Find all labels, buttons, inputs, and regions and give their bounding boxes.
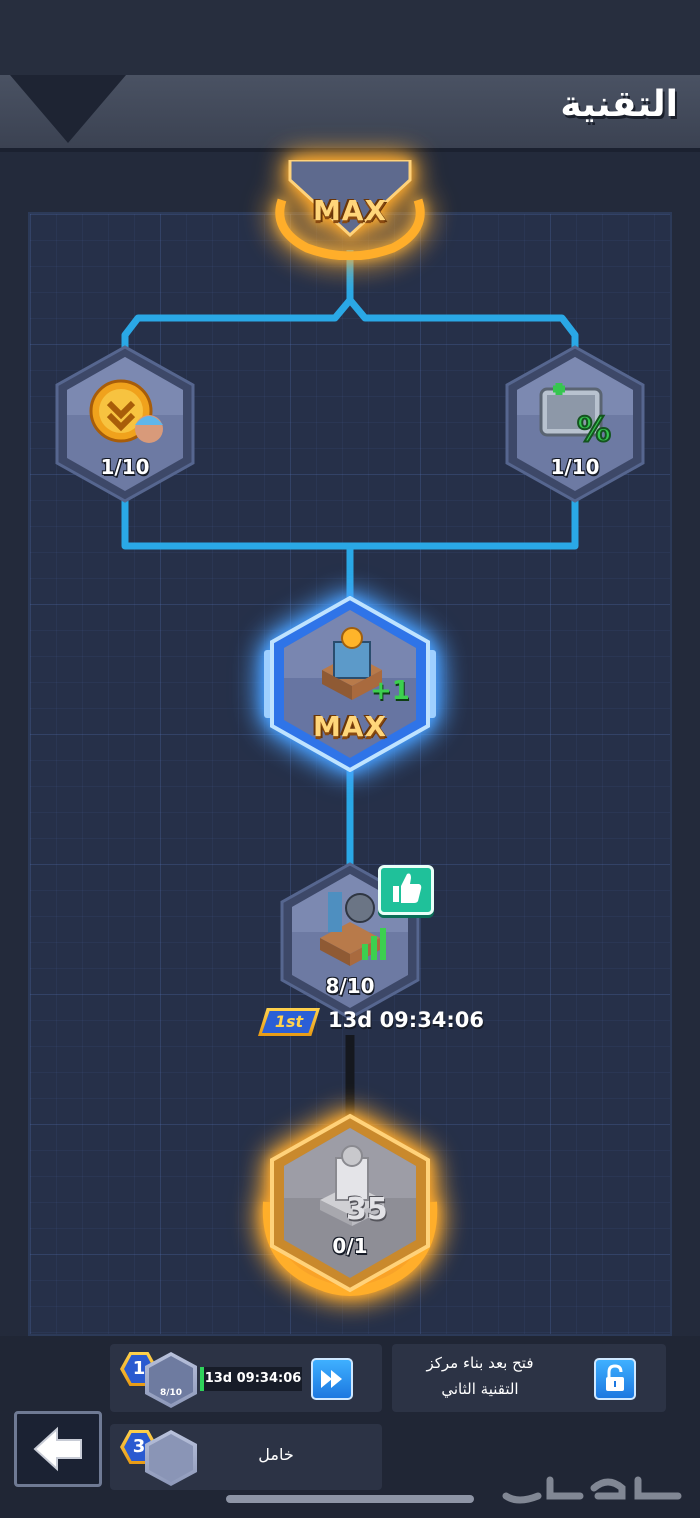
- tower-level-label: 35: [346, 1192, 388, 1227]
- watermark-logo-icon: [502, 1476, 682, 1504]
- locked-tower-icon: [320, 1145, 384, 1226]
- drill-production-icon: [320, 892, 386, 966]
- node-top-label: MAX: [312, 194, 388, 227]
- fast-forward-icon: [321, 1370, 342, 1388]
- status-area: [0, 0, 700, 75]
- tech-node-center[interactable]: +1 MAX: [262, 596, 438, 772]
- queue-slot-1-timer: 13d 09:34:06: [200, 1367, 302, 1391]
- home-indicator[interactable]: [226, 1495, 474, 1503]
- plus-one-label: +1: [370, 676, 410, 706]
- page-title: التقنية: [560, 84, 678, 125]
- connector-top-split-right: [347, 297, 579, 352]
- node-bottom-label: 0/1: [332, 1234, 368, 1258]
- recommended-badge: [378, 865, 434, 915]
- node-lower-label: 8/10: [325, 974, 375, 998]
- tech-node-left[interactable]: 1/10: [53, 345, 197, 503]
- locked-slot-message-line2: التقنية الثاني: [441, 1380, 519, 1398]
- queue-slot-1-mini-label: 8/10: [159, 1388, 183, 1398]
- connector-top-split: [121, 250, 354, 352]
- back-button[interactable]: [14, 1411, 102, 1487]
- storage-percent-icon: %: [539, 383, 612, 447]
- locked-slot-message-line1: فتح بعد بناء مركز: [426, 1354, 534, 1372]
- worker-speed-icon: [89, 379, 163, 443]
- tech-node-right[interactable]: % 1/10: [503, 345, 647, 503]
- rank-badge: 1st: [258, 1008, 320, 1036]
- queue-slot-2-status: خامل: [258, 1445, 294, 1464]
- queue-slot-1-icon: 8/10: [145, 1352, 197, 1408]
- svg-text:%: %: [577, 410, 611, 447]
- queue-slot-2-icon: [145, 1430, 197, 1486]
- rank-badge-label: 1st: [262, 1011, 316, 1033]
- research-time-remaining: 13d 09:34:06: [328, 1008, 485, 1032]
- thumbs-up-icon: [393, 873, 422, 903]
- node-center-label: MAX: [312, 710, 388, 743]
- header-notch-decoration: [10, 75, 126, 143]
- node-left-label: 1/10: [100, 455, 150, 479]
- speed-up-button[interactable]: [311, 1358, 353, 1400]
- research-center-plus-one-icon: [322, 627, 382, 700]
- tech-node-top[interactable]: MAX: [262, 160, 438, 260]
- tech-node-bottom[interactable]: 35 0/1: [258, 1112, 442, 1302]
- node-right-label: 1/10: [550, 455, 600, 479]
- locked-slot-message: فتح بعد بناء مركز التقنية الثاني: [400, 1350, 560, 1402]
- padlock-icon: [606, 1364, 624, 1391]
- unlock-button[interactable]: [594, 1358, 636, 1400]
- arrow-left-icon: [33, 1426, 82, 1472]
- connector-merge: [121, 498, 579, 550]
- queue-slot-2-icon-inner: [149, 1434, 193, 1482]
- research-timer: 1st 13d 09:34:06: [258, 1008, 490, 1038]
